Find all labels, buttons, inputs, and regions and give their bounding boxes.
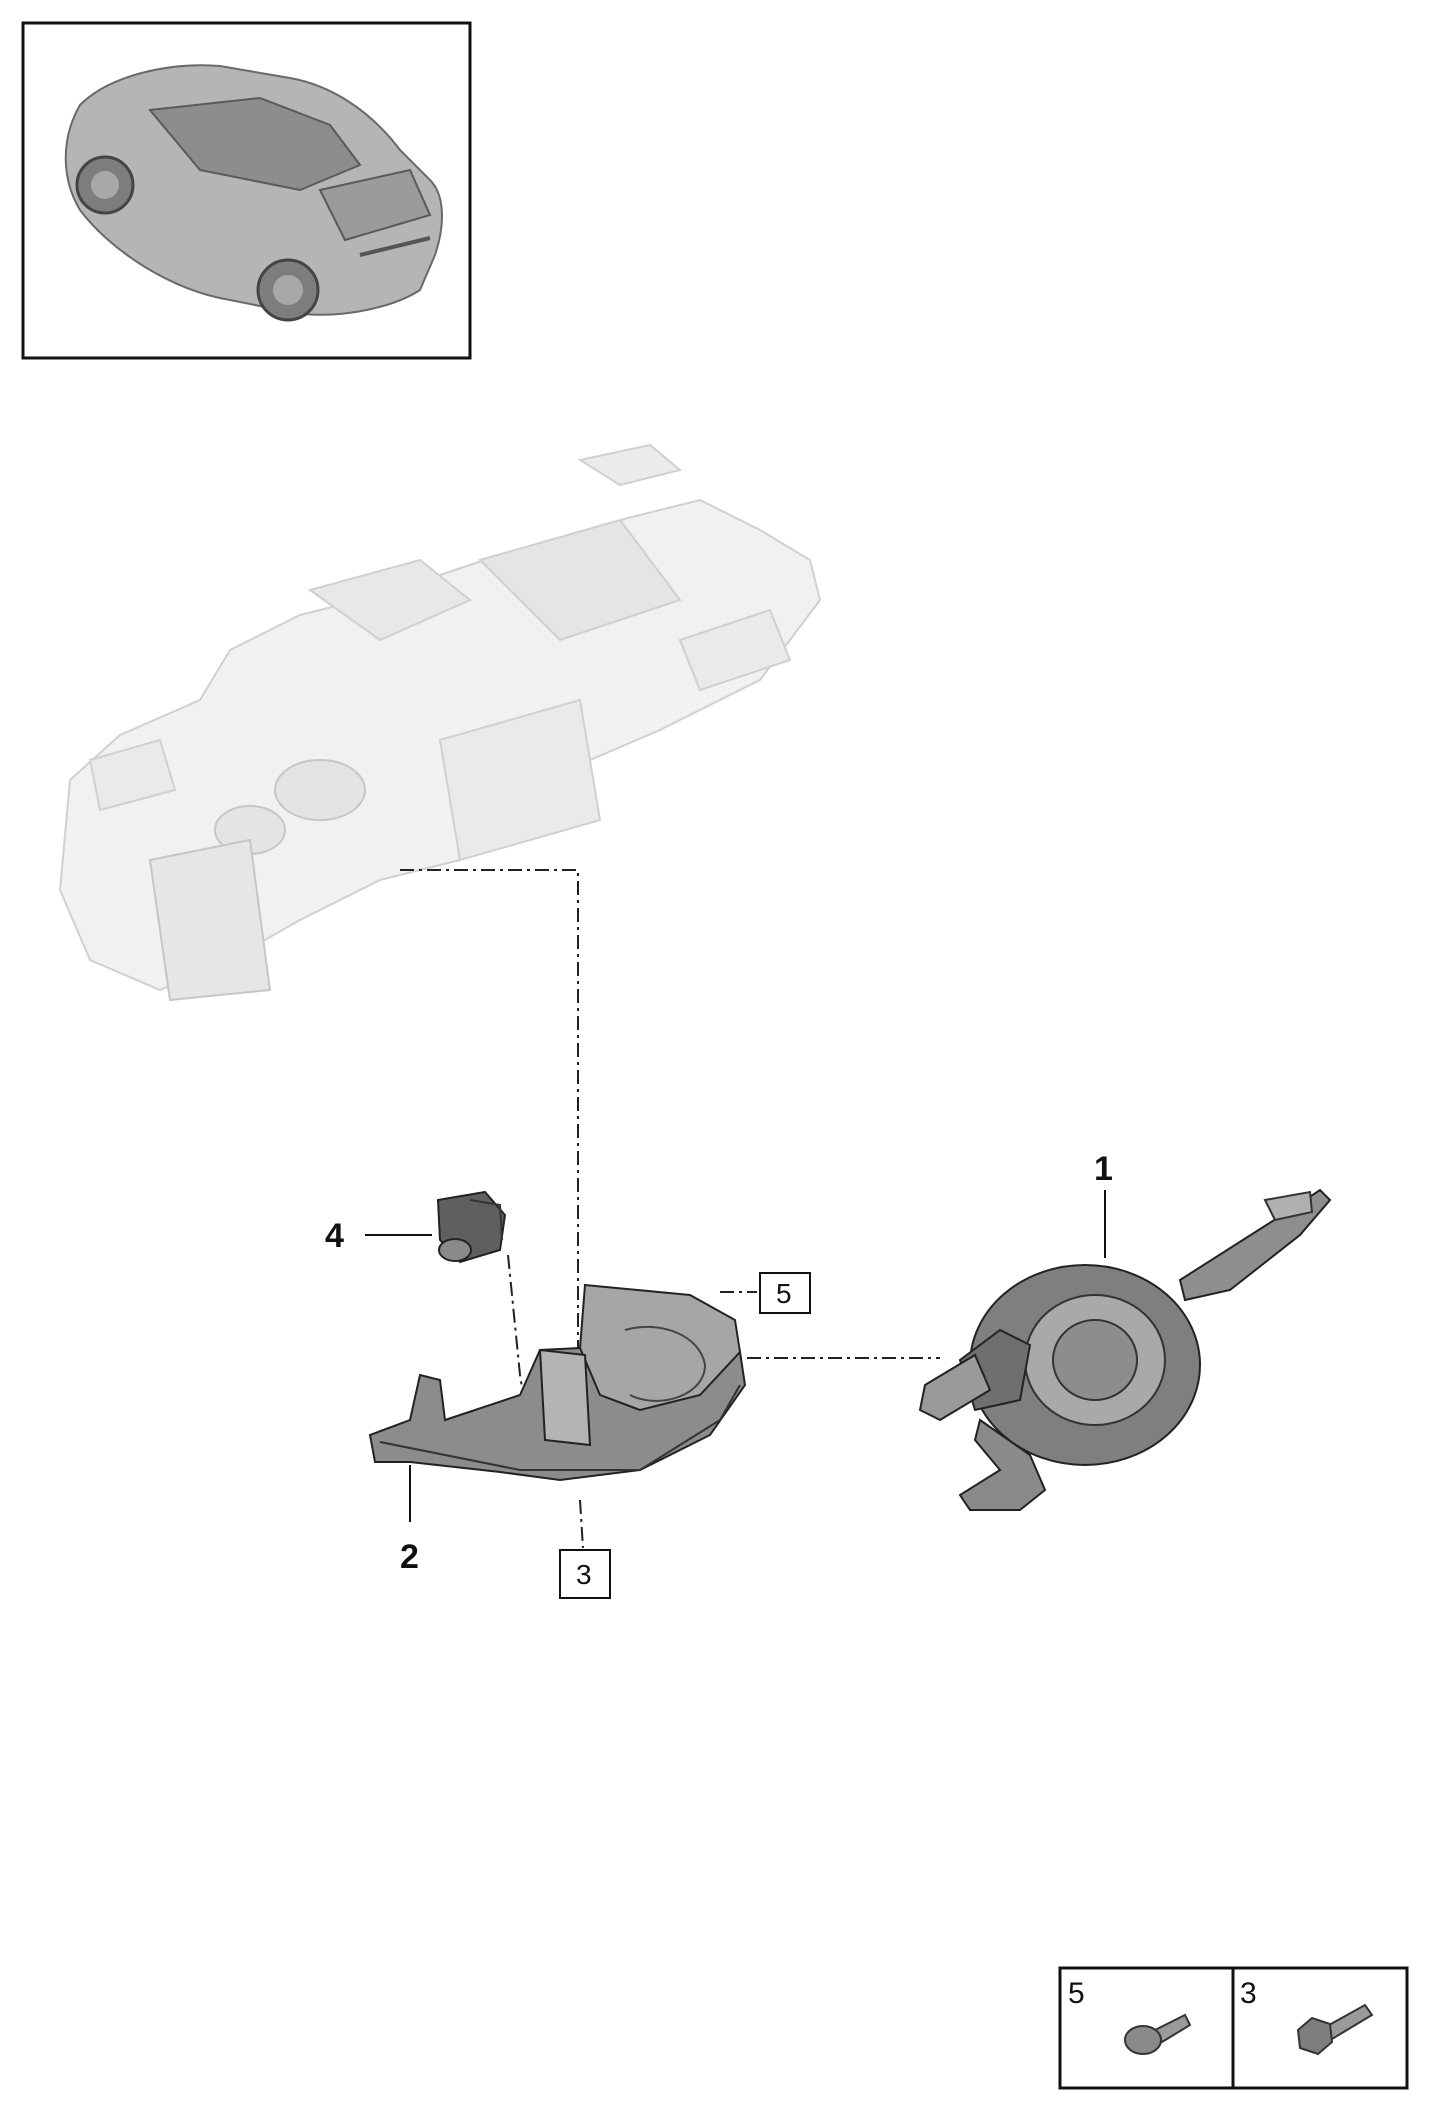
boxed-ref-3: 3 <box>559 1549 611 1599</box>
suv-illustration <box>64 64 443 322</box>
callout-2: 2 <box>400 1538 419 1576</box>
part-2-column-cover <box>368 1283 747 1482</box>
callout-1: 1 <box>1094 1150 1113 1188</box>
leader-dashboard-to-cover <box>400 869 579 1355</box>
part-1-column-switch <box>918 1188 1332 1511</box>
callout-4: 4 <box>325 1217 344 1255</box>
screw-5-icon <box>1124 2013 1192 2055</box>
part-4-switch <box>436 1190 507 1264</box>
vehicle-thumbnail <box>21 21 472 360</box>
bolt-3-icon <box>1296 2003 1374 2056</box>
boxed-ref-3-label: 3 <box>576 1559 592 1590</box>
boxed-ref-5: 5 <box>759 1272 811 1314</box>
leader-ref-3 <box>579 1499 584 1549</box>
fastener-legend: 5 3 <box>1058 1966 1409 2090</box>
boxed-ref-5-label: 5 <box>776 1278 792 1309</box>
legend-label-3: 3 <box>1240 1977 1257 2010</box>
callout-ticks <box>365 1190 1106 1522</box>
dashboard-illustration <box>58 443 822 1002</box>
legend-label-5: 5 <box>1068 1977 1085 2010</box>
